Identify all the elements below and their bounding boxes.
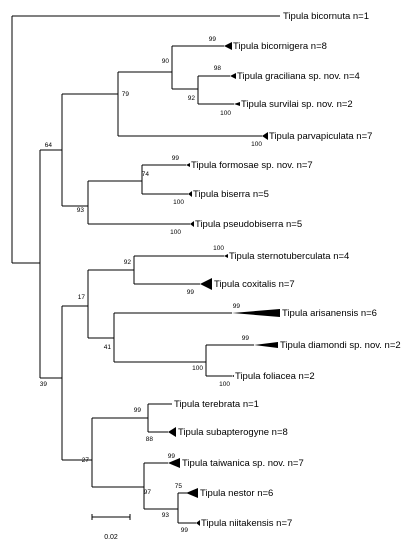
clade-triangle-arisanensis — [232, 309, 280, 317]
clade-triangle-sternotuberculata — [224, 254, 228, 258]
support-value: 97 — [144, 489, 152, 496]
support-value: 27 — [82, 457, 90, 464]
clade-triangle-subapterogyne — [168, 427, 176, 437]
support-value: 99 — [181, 527, 189, 534]
clade-triangle-graciliana — [230, 73, 236, 79]
scale-bar: 0.02 — [91, 514, 131, 541]
support-value: 41 — [104, 344, 112, 351]
support-value: 92 — [124, 259, 132, 266]
scale-bar-label: 0.02 — [104, 534, 118, 541]
support-value: 92 — [188, 95, 196, 102]
branch-root — [11, 15, 280, 264]
clade-triangle-diamondi — [254, 342, 278, 348]
tree-branches — [11, 15, 280, 524]
support-value: 64 — [45, 142, 53, 149]
support-value: 99 — [233, 303, 241, 310]
taxon-label-taiwanica: Tipula taiwanica sp. nov. n=7 — [182, 458, 304, 469]
clade-triangle-taiwanica — [168, 458, 180, 468]
taxon-label-diamondi: Tipula diamondi sp. nov. n=2 — [280, 340, 401, 351]
taxon-label-bicornuta: Tipula bicornuta n=1 — [283, 11, 369, 22]
clade-triangle-nestor — [186, 488, 198, 498]
scale-bar-line — [91, 514, 131, 520]
branch-node-93a — [87, 180, 190, 225]
clade-triangle-niitakensis — [196, 520, 200, 526]
support-value: 99 — [187, 289, 195, 296]
taxon-label-biserra: Tipula biserra n=5 — [193, 189, 269, 200]
support-value: 99 — [209, 36, 217, 43]
clade-triangle-biserra — [188, 191, 192, 197]
branch-node-92a — [197, 75, 234, 105]
support-value: 99 — [168, 453, 176, 460]
support-value: 100 — [173, 199, 184, 206]
clade-triangle-formosae — [186, 163, 190, 167]
taxon-label-terebrata: Tipula terebrata n=1 — [174, 399, 259, 410]
support-value: 93 — [162, 512, 170, 519]
branch-node-99-tere — [147, 403, 172, 433]
support-value: 39 — [40, 381, 48, 388]
taxon-label-arisanensis: Tipula arisanensis n=6 — [282, 308, 377, 319]
branch-node-41 — [113, 312, 232, 363]
taxon-label-survilai: Tipula survilai sp. nov. n=2 — [241, 99, 353, 110]
branch-node-79 — [117, 71, 262, 137]
taxon-label-bicornigera: Tipula bicornigera n=8 — [233, 41, 327, 52]
branch-node-39 — [61, 305, 92, 461]
taxon-label-formosae: Tipula formosae sp. nov. n=7 — [191, 160, 313, 171]
taxon-label-graciliana: Tipula graciliana sp. nov. n=4 — [237, 71, 360, 82]
support-value: 100 — [170, 229, 181, 236]
support-value: 99 — [172, 155, 180, 162]
support-value: 100 — [251, 141, 262, 148]
taxon-label-subapterogyne: Tipula subapterogyne n=8 — [178, 427, 288, 438]
branch-node-root2 — [39, 149, 62, 379]
taxon-label-niitakensis: Tipula niitakensis n=7 — [201, 518, 292, 529]
support-value: 99 — [242, 335, 250, 342]
taxon-label-sternotuberculata: Tipula sternotuberculata n=4 — [229, 251, 349, 262]
branch-node-93b — [177, 492, 196, 524]
collapsed-clades — [168, 42, 280, 526]
taxon-labels: Tipula bicornuta n=1 Tipula bicornigera … — [174, 11, 401, 529]
branch-node-64 — [61, 93, 118, 207]
clade-triangle-survilai — [234, 102, 240, 106]
clade-triangle-bicornigera — [224, 42, 232, 50]
clade-triangle-coxitalis — [200, 278, 212, 290]
taxon-label-nestor: Tipula nestor n=6 — [200, 488, 273, 499]
support-value: 88 — [146, 436, 154, 443]
support-value: 17 — [78, 294, 86, 301]
support-value: 100 — [192, 365, 203, 372]
branch-node-27 — [91, 417, 148, 488]
taxon-label-coxitalis: Tipula coxitalis n=7 — [214, 279, 295, 290]
support-values: 64 79 90 99 92 98 100 100 93 74 99 100 1… — [40, 36, 263, 534]
branch-node-17 — [87, 269, 134, 339]
clade-triangle-parvapiculata — [262, 132, 268, 140]
support-value: 75 — [175, 483, 183, 490]
branch-node-90 — [171, 45, 224, 90]
support-value: 99 — [134, 407, 142, 414]
branch-node-97 — [143, 462, 178, 510]
clade-triangle-pseudobiserra — [190, 221, 194, 227]
support-value: 100 — [219, 381, 230, 388]
support-value: 79 — [122, 91, 130, 98]
support-value: 100 — [220, 110, 231, 117]
support-value: 90 — [162, 58, 170, 65]
taxon-label-parvapiculata: Tipula parvapiculata n=7 — [269, 131, 372, 142]
taxon-label-pseudobiserra: Tipula pseudobiserra n=5 — [195, 219, 302, 230]
clade-triangle-foliacea — [232, 375, 234, 377]
support-value: 93 — [77, 207, 85, 214]
branch-node-74 — [141, 164, 188, 195]
taxon-label-foliacea: Tipula foliacea n=2 — [235, 371, 315, 382]
support-value: 100 — [213, 245, 224, 252]
support-value: 98 — [214, 65, 222, 72]
branch-node-92b — [133, 255, 224, 285]
branch-node-100-dia — [205, 344, 254, 377]
support-value: 74 — [142, 171, 150, 178]
